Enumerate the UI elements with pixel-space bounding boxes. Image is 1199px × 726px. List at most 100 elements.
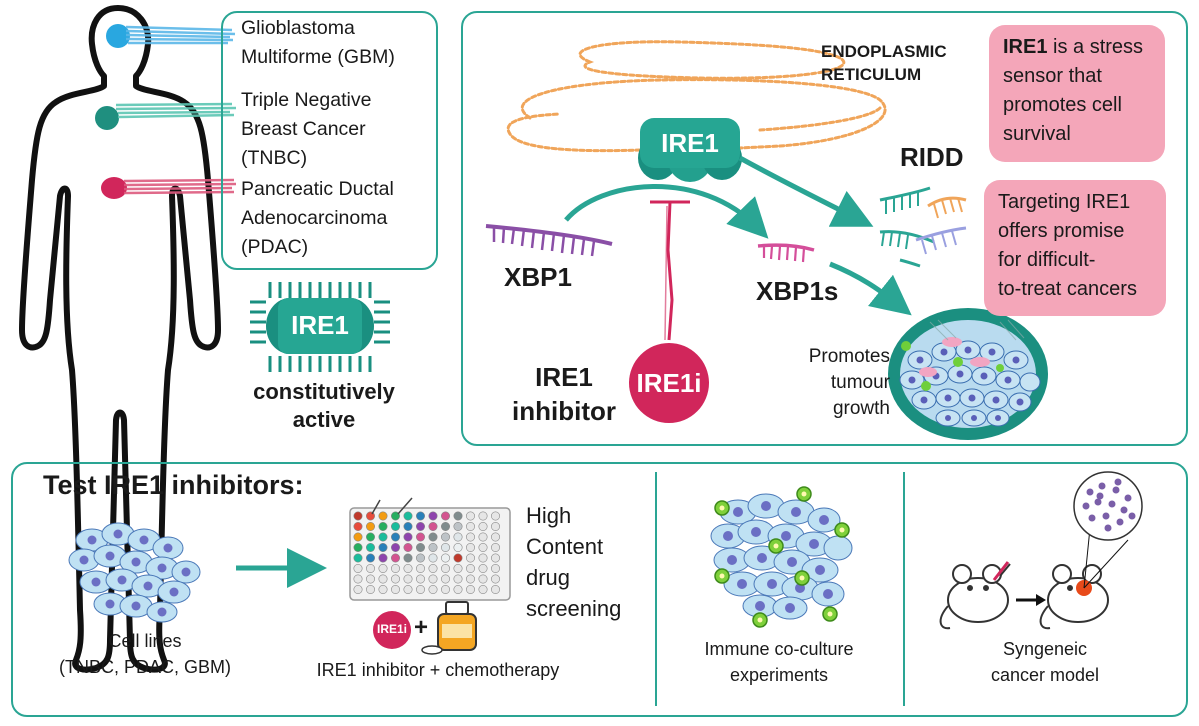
plate-well <box>403 563 413 573</box>
plate-well <box>465 553 475 563</box>
histology-cell <box>1088 514 1096 522</box>
plate-well <box>478 521 488 531</box>
plate-well <box>403 532 413 542</box>
plate-well <box>390 521 400 531</box>
well-plate-icon <box>349 497 511 601</box>
plate-well <box>415 521 425 531</box>
plate-well <box>353 563 363 573</box>
plate-well <box>403 584 413 594</box>
plate-well <box>353 532 363 542</box>
plate-well <box>453 553 463 563</box>
plus-sign: + <box>414 614 429 641</box>
histology-cell <box>1086 488 1094 496</box>
plate-well <box>428 532 438 542</box>
plate-well <box>428 521 438 531</box>
ridd-label: RIDD <box>900 142 964 172</box>
mechanism-panel <box>461 11 1188 446</box>
plate-well <box>365 584 375 594</box>
xbp1-splicing-arrow <box>564 184 769 239</box>
brush-line-gbm <box>125 25 236 45</box>
plate-well <box>415 511 425 521</box>
histology-cell <box>1108 500 1116 508</box>
plate-well <box>440 563 450 573</box>
plate-well <box>490 563 500 573</box>
histology-cell <box>1094 498 1102 506</box>
plate-well <box>365 521 375 531</box>
plate-well <box>403 553 413 563</box>
plate-well <box>428 584 438 594</box>
plate-well <box>453 563 463 573</box>
plate-well <box>353 553 363 563</box>
plate-well <box>440 553 450 563</box>
plate-well <box>353 584 363 594</box>
histology-cell <box>1128 512 1136 520</box>
cancer-types-box <box>221 11 438 270</box>
plate-well <box>353 574 363 584</box>
plate-well <box>378 521 388 531</box>
plate-well <box>490 553 500 563</box>
plate-well <box>365 563 375 573</box>
plate-well <box>353 542 363 552</box>
plate-well <box>440 574 450 584</box>
plate-well <box>353 511 363 521</box>
plate-well <box>390 542 400 552</box>
syngeneic-mouse-model-icon <box>939 563 1109 630</box>
plate-well <box>403 574 413 584</box>
plate-well <box>390 511 400 521</box>
histology-cell <box>1114 478 1122 486</box>
histology-cell <box>1116 518 1124 526</box>
plate-well <box>378 563 388 573</box>
ire1i-label: IRE1i <box>636 368 702 398</box>
small-ire1i-icon <box>373 611 411 649</box>
plate-well <box>490 542 500 552</box>
endoplasmic-reticulum-icon <box>506 40 887 153</box>
plate-well <box>465 532 475 542</box>
plate-well <box>378 553 388 563</box>
plate-well <box>428 553 438 563</box>
pancreas-tumour-marker <box>101 177 127 199</box>
plate-well <box>415 532 425 542</box>
plate-well <box>415 542 425 552</box>
plate-well <box>378 542 388 552</box>
plate-well <box>440 542 450 552</box>
ire1-protein-icon <box>638 118 742 182</box>
ridd-fragments-icon <box>879 186 967 268</box>
cell-lines-icon <box>68 522 201 623</box>
plate-well <box>415 574 425 584</box>
histology-cell <box>1112 486 1120 494</box>
ire1i-inhibitor-icon <box>629 343 709 423</box>
xbp1-mrna-icon <box>485 224 613 257</box>
plate-well <box>478 553 488 563</box>
plate-well <box>365 553 375 563</box>
breast-tumour-marker <box>95 106 119 130</box>
small-ire1i-label: IRE1i <box>376 622 407 636</box>
plate-well <box>490 584 500 594</box>
plate-well <box>478 532 488 542</box>
cell-lines-caption: Cell lines(TNBC, PDAC, GBM) <box>58 631 231 677</box>
xbp1-label: XBP1 <box>504 262 572 292</box>
plate-well <box>378 511 388 521</box>
plate-well <box>378 584 388 594</box>
plate-well <box>453 542 463 552</box>
tumour-icon <box>888 308 1048 440</box>
brain-tumour-marker <box>106 24 130 48</box>
plate-well <box>440 584 450 594</box>
plate-well <box>478 542 488 552</box>
xbp1s-mrna-icon <box>757 243 815 263</box>
histology-cell <box>1102 512 1110 520</box>
plate-well <box>353 521 363 531</box>
immune-coculture-icon <box>710 486 853 628</box>
human-body-icon <box>19 5 221 673</box>
histology-cell <box>1104 524 1112 532</box>
plate-well <box>490 532 500 542</box>
